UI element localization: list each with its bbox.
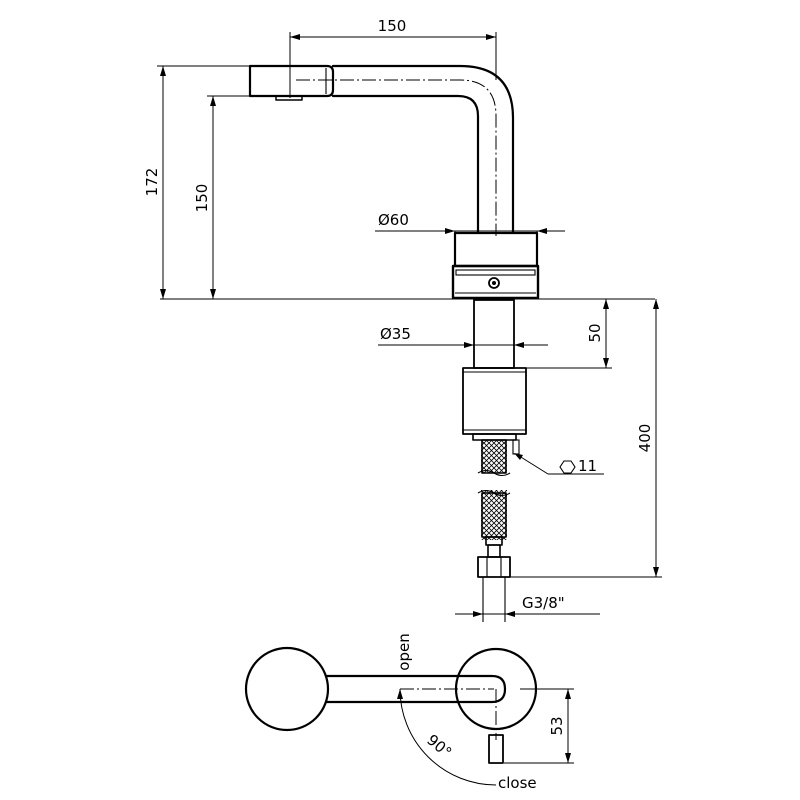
dim-label-d60: Ø60 [378, 211, 409, 229]
dim-label-150-top: 150 [378, 17, 407, 35]
aerator [275, 95, 303, 101]
dimension-base-diameter: Ø60 [375, 211, 565, 240]
lever-close-position [488, 734, 504, 764]
dimension-nut-size: 11 [514, 453, 604, 475]
spout-arm-inner [331, 94, 480, 235]
dim-label-50: 50 [586, 323, 604, 342]
grub-screw [488, 277, 500, 289]
dim-label-172: 172 [143, 168, 161, 197]
dim-label-nut: 11 [578, 457, 597, 475]
base-body [453, 231, 539, 268]
dim-label-thread: G3/8" [522, 594, 565, 612]
dimension-total-height: 172 [143, 65, 250, 299]
dimension-spout-reach: 150 [289, 17, 497, 98]
base-ring [451, 264, 540, 300]
dim-label-150-side: 150 [193, 184, 211, 213]
dim-label-d35: Ø35 [380, 325, 411, 343]
flexible-hose-upper [477, 439, 511, 477]
hex-nut-icon [559, 460, 576, 474]
lever-arm [324, 674, 507, 704]
dimension-shank-diameter: Ø35 [378, 325, 548, 348]
faucet-side-view [160, 64, 655, 622]
dim-label-400: 400 [636, 424, 654, 453]
spout-head [248, 64, 335, 98]
dim-label-53: 53 [548, 716, 566, 735]
dimension-hose-length: 400 [510, 299, 662, 578]
dimension-hose-thread: G3/8" [455, 594, 600, 617]
handle-plan-view: 90° open close 53 [244, 633, 574, 792]
close-label: close [498, 774, 537, 792]
flexible-hose-lower [477, 489, 511, 540]
open-label: open [395, 633, 413, 670]
hose-fitting [477, 536, 511, 622]
shank [473, 299, 515, 369]
rotation-arc [399, 688, 497, 786]
spout-arm-outer [331, 64, 515, 235]
dimension-spout-height: 150 [193, 95, 250, 299]
fixing-nut [462, 367, 527, 435]
lever-knob [244, 646, 330, 732]
dimension-shank-length: 50 [526, 299, 612, 369]
